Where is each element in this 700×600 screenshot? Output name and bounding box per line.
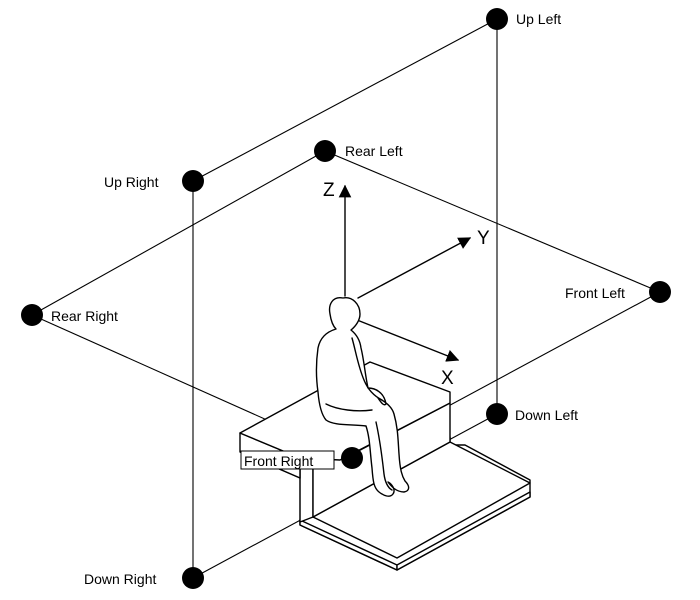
speaker-label-rear-left: Rear Left	[345, 143, 403, 159]
speaker-front-left	[649, 281, 671, 303]
axis-label-z: Z	[323, 180, 335, 201]
line-rear-right-to-rear-left	[31, 150, 326, 316]
speaker-up-right	[182, 170, 204, 192]
speaker-down-left	[486, 403, 508, 425]
speaker-rear-right	[21, 304, 43, 326]
axis-label-y: Y	[477, 228, 490, 249]
seated-person	[315, 297, 410, 497]
speaker-rear-left	[314, 140, 336, 162]
person-arm	[351, 337, 383, 401]
speaker-label-down-right: Down Right	[84, 571, 156, 587]
speaker-front-right	[341, 447, 363, 469]
coordinate-axes	[338, 184, 472, 362]
speaker-label-front-right: Front Right	[244, 453, 313, 469]
speaker-label-down-left: Down Left	[515, 407, 578, 423]
person-knee-line	[325, 403, 373, 412]
speaker-label-front-left: Front Left	[565, 285, 625, 301]
speakers: Up Left Rear Left Up Right Rear Right Fr…	[21, 8, 671, 589]
y-axis	[357, 237, 472, 299]
speaker-label-rear-right: Rear Right	[51, 308, 118, 324]
speaker-label-up-left: Up Left	[516, 11, 561, 27]
person-leg-line	[375, 421, 393, 491]
x-axis	[351, 317, 460, 362]
line-rear-left-to-front-left	[324, 150, 661, 293]
front-right-label-box	[240, 450, 335, 470]
line-up-right-to-up-left	[192, 18, 498, 182]
speaker-down-right	[182, 567, 204, 589]
speaker-label-up-right: Up Right	[104, 174, 159, 190]
base-slab-side	[396, 491, 531, 571]
axis-label-x: X	[441, 368, 454, 389]
speaker-up-left	[486, 8, 508, 30]
axis-labels: Z Y X	[323, 180, 490, 389]
person-body	[315, 297, 410, 497]
